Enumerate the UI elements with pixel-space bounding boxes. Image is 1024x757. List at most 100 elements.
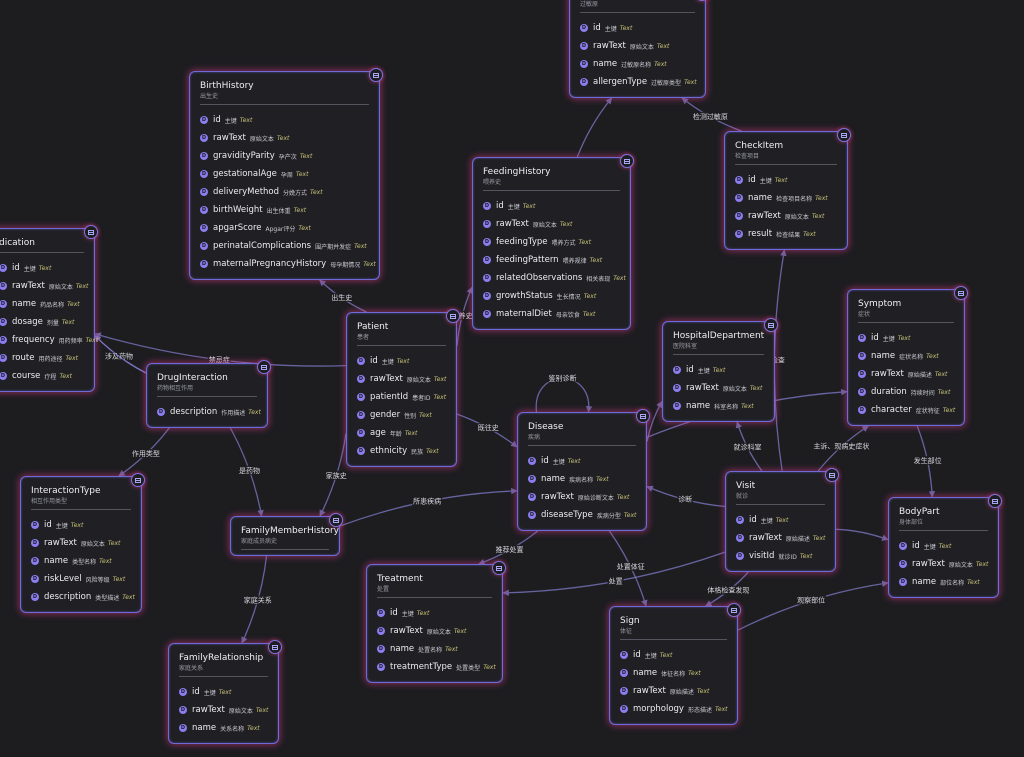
table-icon[interactable]	[636, 409, 650, 423]
relationship-edge[interactable]	[681, 97, 742, 132]
table-icon[interactable]	[764, 318, 778, 332]
table-icon[interactable]	[84, 225, 98, 239]
relationship-edge[interactable]	[319, 433, 347, 517]
table-icon[interactable]	[131, 473, 145, 487]
relationship-edge[interactable]	[339, 487, 518, 527]
relationship-edge[interactable]	[817, 425, 869, 472]
relationship-edge[interactable]	[94, 335, 147, 374]
table-icon[interactable]	[369, 68, 383, 82]
relationship-edge[interactable]	[576, 97, 613, 158]
table-icon[interactable]	[825, 468, 839, 482]
relationship-edge[interactable]	[535, 377, 593, 413]
table-icon[interactable]	[988, 494, 1002, 508]
relationship-edge[interactable]	[502, 551, 726, 597]
relationship-edge[interactable]	[229, 427, 264, 517]
relationship-edge[interactable]	[737, 580, 889, 631]
relationship-edge[interactable]	[916, 425, 936, 498]
relationship-edge[interactable]	[456, 413, 518, 448]
relationship-edge[interactable]	[646, 400, 663, 442]
table-icon[interactable]	[727, 603, 741, 617]
relationship-edge[interactable]	[94, 332, 347, 367]
relationship-edge[interactable]	[478, 530, 539, 566]
relationship-edge[interactable]	[241, 555, 268, 644]
table-icon[interactable]	[446, 309, 460, 323]
table-icon[interactable]	[695, 0, 709, 1]
relationship-edge[interactable]	[94, 335, 147, 374]
relationship-edge[interactable]	[705, 571, 749, 607]
table-icon[interactable]	[620, 154, 634, 168]
